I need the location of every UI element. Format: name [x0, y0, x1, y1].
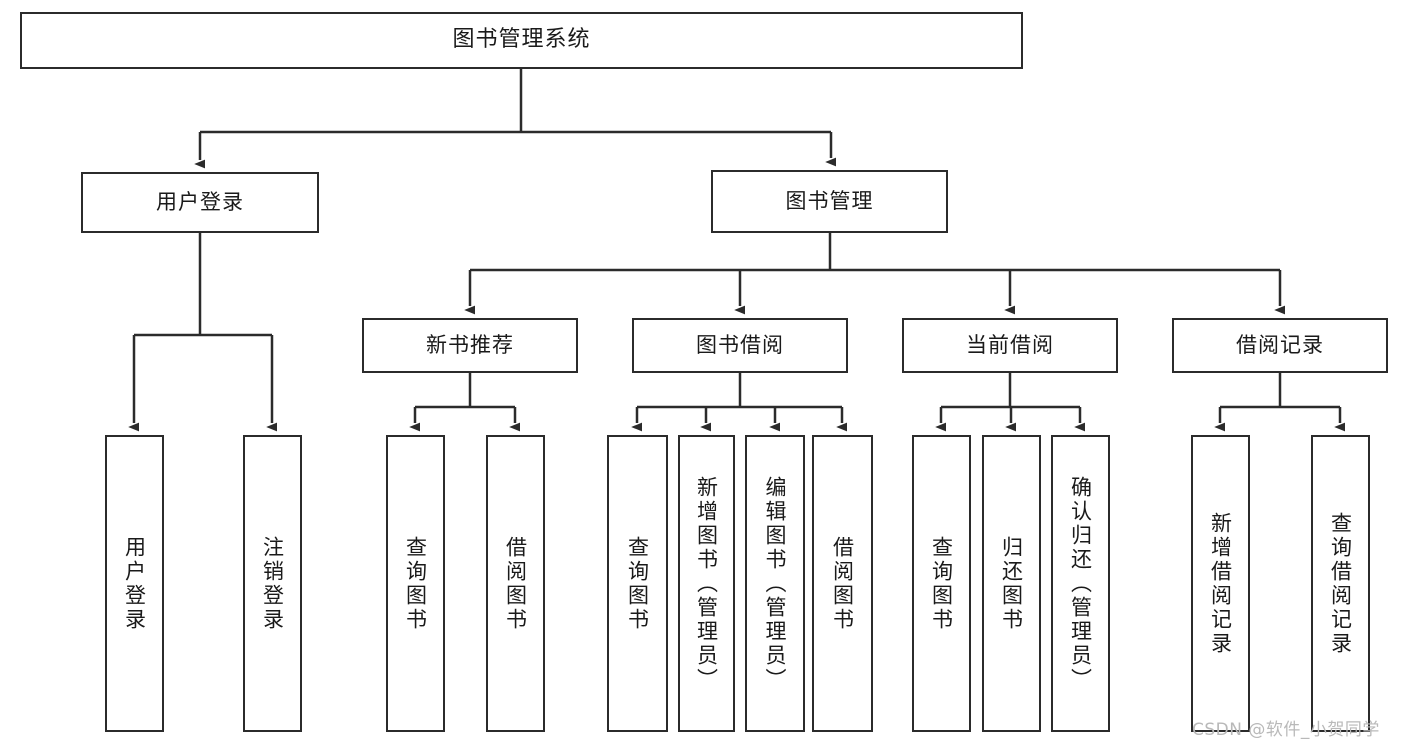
node-book-borrow-label: 图书借阅: [696, 332, 784, 357]
node-book-manage-label: 图书管理: [785, 188, 874, 213]
node-leaf-logout[interactable]: 注销登录: [243, 435, 302, 732]
node-leaf-query-book-3-label: 查询图书: [929, 535, 954, 632]
node-book-manage[interactable]: 图书管理: [711, 170, 948, 233]
node-leaf-query-record-label: 查询借阅记录: [1328, 511, 1353, 656]
node-borrow-record[interactable]: 借阅记录: [1172, 318, 1388, 373]
node-leaf-query-book-1-label: 查询图书: [403, 535, 428, 632]
node-root-label: 图书管理系统: [452, 27, 591, 53]
node-book-borrow[interactable]: 图书借阅: [632, 318, 848, 373]
node-leaf-confirm-return-label: 确认归还（管理员）: [1068, 475, 1093, 692]
node-leaf-query-book-3[interactable]: 查询图书: [912, 435, 971, 732]
node-leaf-edit-book-label: 编辑图书（管理员）: [763, 475, 788, 692]
node-leaf-user-login[interactable]: 用户登录: [105, 435, 164, 732]
node-leaf-query-record[interactable]: 查询借阅记录: [1311, 435, 1370, 732]
node-leaf-query-book-2[interactable]: 查询图书: [607, 435, 668, 732]
node-leaf-borrow-book-2-label: 借阅图书: [830, 535, 855, 632]
node-leaf-return-book[interactable]: 归还图书: [982, 435, 1041, 732]
node-leaf-confirm-return[interactable]: 确认归还（管理员）: [1051, 435, 1110, 732]
node-leaf-logout-label: 注销登录: [260, 535, 285, 632]
node-leaf-add-book-label: 新增图书（管理员）: [694, 475, 719, 692]
node-leaf-borrow-book-2[interactable]: 借阅图书: [812, 435, 873, 732]
node-leaf-return-book-label: 归还图书: [999, 535, 1024, 632]
node-user-login[interactable]: 用户登录: [81, 172, 319, 233]
node-user-login-label: 用户登录: [156, 189, 244, 214]
node-leaf-query-book-2-label: 查询图书: [625, 535, 650, 632]
node-new-book-rec-label: 新书推荐: [426, 332, 514, 357]
node-borrow-record-label: 借阅记录: [1236, 332, 1324, 357]
node-leaf-edit-book[interactable]: 编辑图书（管理员）: [745, 435, 805, 732]
node-leaf-add-record[interactable]: 新增借阅记录: [1191, 435, 1250, 732]
node-current-borrow-label: 当前借阅: [966, 332, 1054, 357]
node-current-borrow[interactable]: 当前借阅: [902, 318, 1118, 373]
node-leaf-borrow-book-1[interactable]: 借阅图书: [486, 435, 545, 732]
node-leaf-user-login-label: 用户登录: [122, 535, 147, 632]
node-new-book-rec[interactable]: 新书推荐: [362, 318, 578, 373]
node-leaf-borrow-book-1-label: 借阅图书: [503, 535, 528, 632]
node-root[interactable]: 图书管理系统: [20, 12, 1023, 69]
node-leaf-add-book[interactable]: 新增图书（管理员）: [678, 435, 735, 732]
node-leaf-query-book-1[interactable]: 查询图书: [386, 435, 445, 732]
node-leaf-add-record-label: 新增借阅记录: [1208, 511, 1233, 656]
csdn-watermark: CSDN @软件_小贺同学: [1192, 720, 1380, 740]
